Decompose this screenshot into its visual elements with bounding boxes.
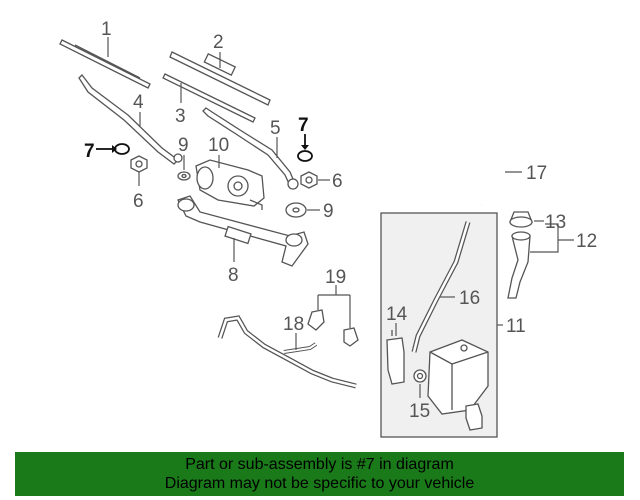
callout-9-bottom: 9 — [323, 201, 334, 222]
part-1-wiper-blade: 1 — [59, 19, 151, 89]
callout-7-left: 7 — [84, 141, 95, 162]
callout-6-right: 6 — [332, 171, 343, 192]
washer-reservoir-tank — [427, 339, 489, 431]
part-14-washer-pump: 14 — [386, 304, 408, 385]
footer-line-1: Part or sub-assembly is #7 in diagram — [185, 456, 454, 473]
part-13-cap: 13 — [509, 211, 566, 233]
callout-18: 18 — [283, 314, 304, 335]
part-8-linkage: 8 — [177, 195, 309, 286]
callout-13: 13 — [545, 212, 566, 233]
part-17-hose: 17 — [481, 130, 571, 206]
callout-3: 3 — [175, 106, 186, 127]
footer-banner: Part or sub-assembly is #7 in diagram Di… — [15, 452, 624, 496]
footer-line-2: Diagram may not be specific to your vehi… — [164, 475, 475, 492]
callout-7-right: 7 — [298, 115, 309, 136]
part-3-blade-insert: 3 — [162, 73, 256, 127]
part-7-cap-left: 7 — [84, 141, 130, 162]
callout-2: 2 — [213, 32, 224, 53]
callout-14: 14 — [386, 304, 408, 325]
callout-9-top: 9 — [178, 135, 189, 156]
callout-16: 16 — [459, 288, 480, 309]
callout-15: 15 — [409, 401, 430, 422]
part-19-nozzles: 19 — [307, 267, 359, 347]
parts-diagram: 1 2 3 4 5 6 6 — [59, 19, 597, 438]
part-4-wiper-arm: 4 — [78, 74, 183, 165]
part-12-filler-neck: 12 — [507, 223, 597, 299]
part-7-cap-right: 7 — [297, 115, 313, 162]
callout-6-left: 6 — [133, 191, 144, 212]
part-2-wiper-blade: 2 — [169, 32, 271, 106]
part-18-washer-hose: 18 — [217, 314, 357, 389]
callout-5: 5 — [270, 118, 281, 139]
callout-11: 11 — [506, 316, 526, 337]
callout-12: 12 — [576, 231, 597, 252]
callout-17: 17 — [526, 163, 547, 184]
part-9-washer-bottom: 9 — [285, 201, 334, 222]
callout-19: 19 — [325, 267, 346, 288]
callout-1: 1 — [101, 19, 112, 40]
callout-10: 10 — [208, 135, 229, 156]
part-16-filler-tube: 16 — [411, 221, 480, 353]
part-6-nut-right: 6 — [300, 171, 343, 192]
part-15-grommet: 15 — [409, 369, 430, 422]
part-10-wiper-motor: 10 — [195, 135, 265, 210]
callout-4: 4 — [133, 92, 144, 113]
part-6-nut-left: 6 — [130, 155, 148, 212]
callout-8: 8 — [228, 265, 239, 286]
part-5-wiper-arm: 5 — [202, 107, 299, 190]
part-9-washer-top: 9 — [177, 135, 191, 181]
